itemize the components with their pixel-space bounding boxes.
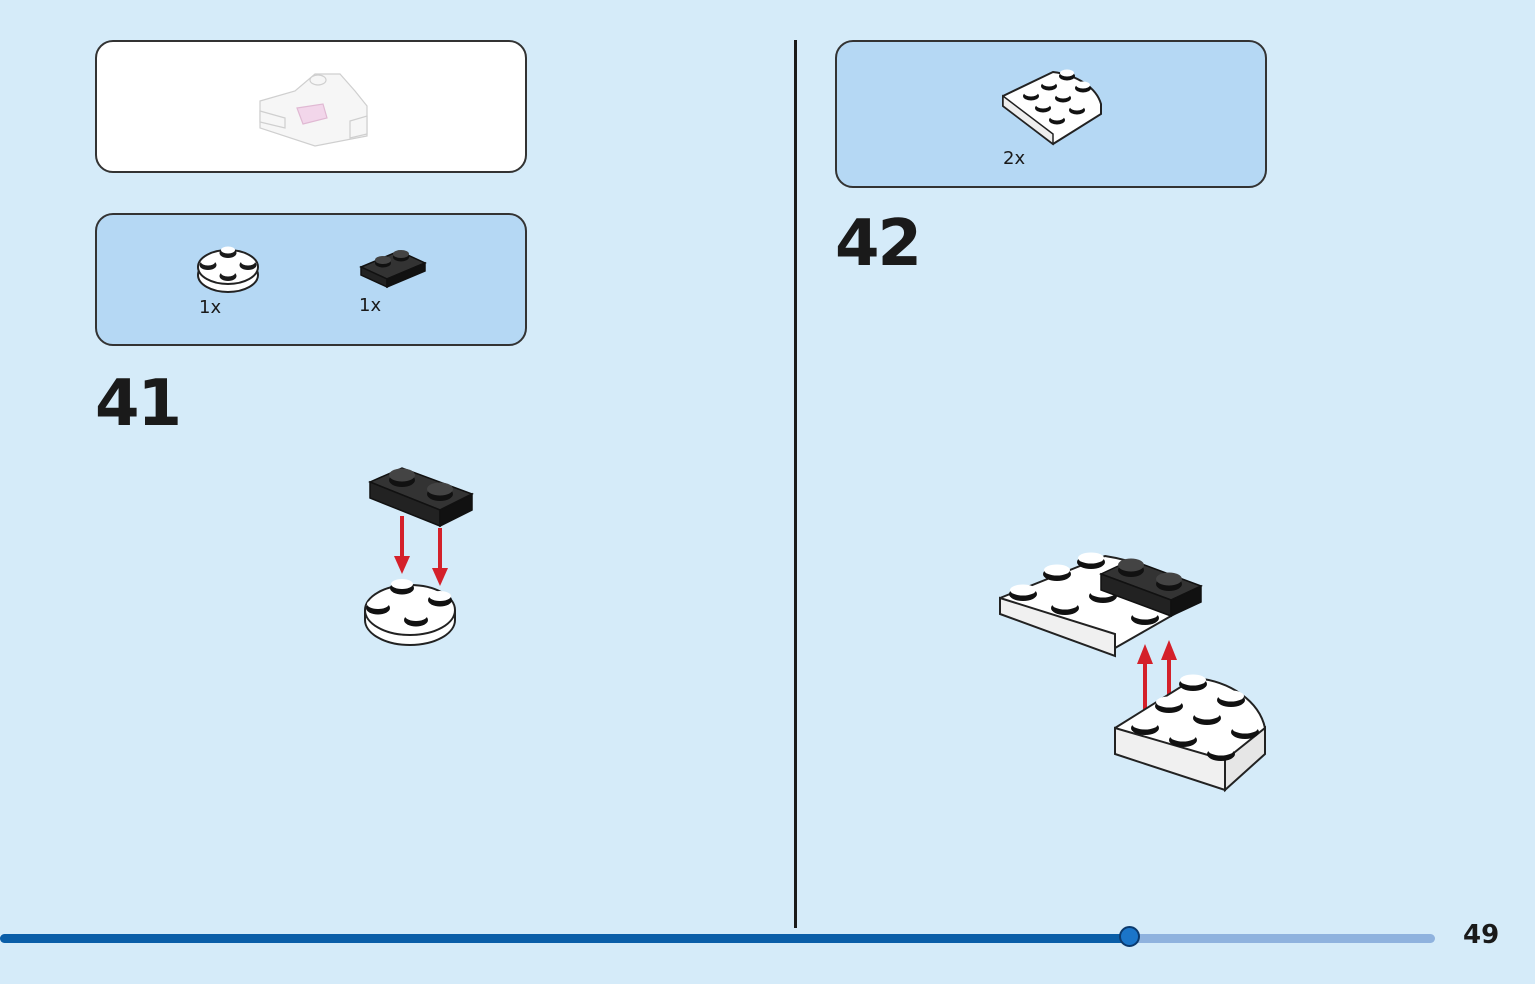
round-plate-2x2-white-icon	[197, 246, 259, 293]
parts-list-box: 1x 1x	[95, 213, 527, 346]
step-number: 41	[95, 367, 182, 441]
quarter-round-plate-white-icon	[1002, 69, 1102, 146]
submodel-preview-box	[95, 40, 527, 173]
part-quantity: 2x	[1003, 148, 1026, 169]
step-41-build-illustration	[364, 467, 474, 646]
progress-fill	[0, 934, 1129, 943]
progress-knob	[1119, 926, 1140, 947]
parts-list-box: 2x	[835, 40, 1267, 188]
plate-1x2-black-icon	[359, 250, 427, 289]
step-42-build-illustration	[999, 552, 1267, 793]
placement-arrow-icon	[394, 516, 448, 586]
page-number: 49	[1463, 920, 1500, 950]
part-quantity: 1x	[199, 297, 222, 318]
page-divider	[794, 40, 797, 928]
submodel-preview-icon	[259, 73, 368, 147]
part-quantity: 1x	[359, 295, 382, 316]
progress-bar	[0, 926, 1435, 947]
step-number: 42	[835, 207, 922, 281]
